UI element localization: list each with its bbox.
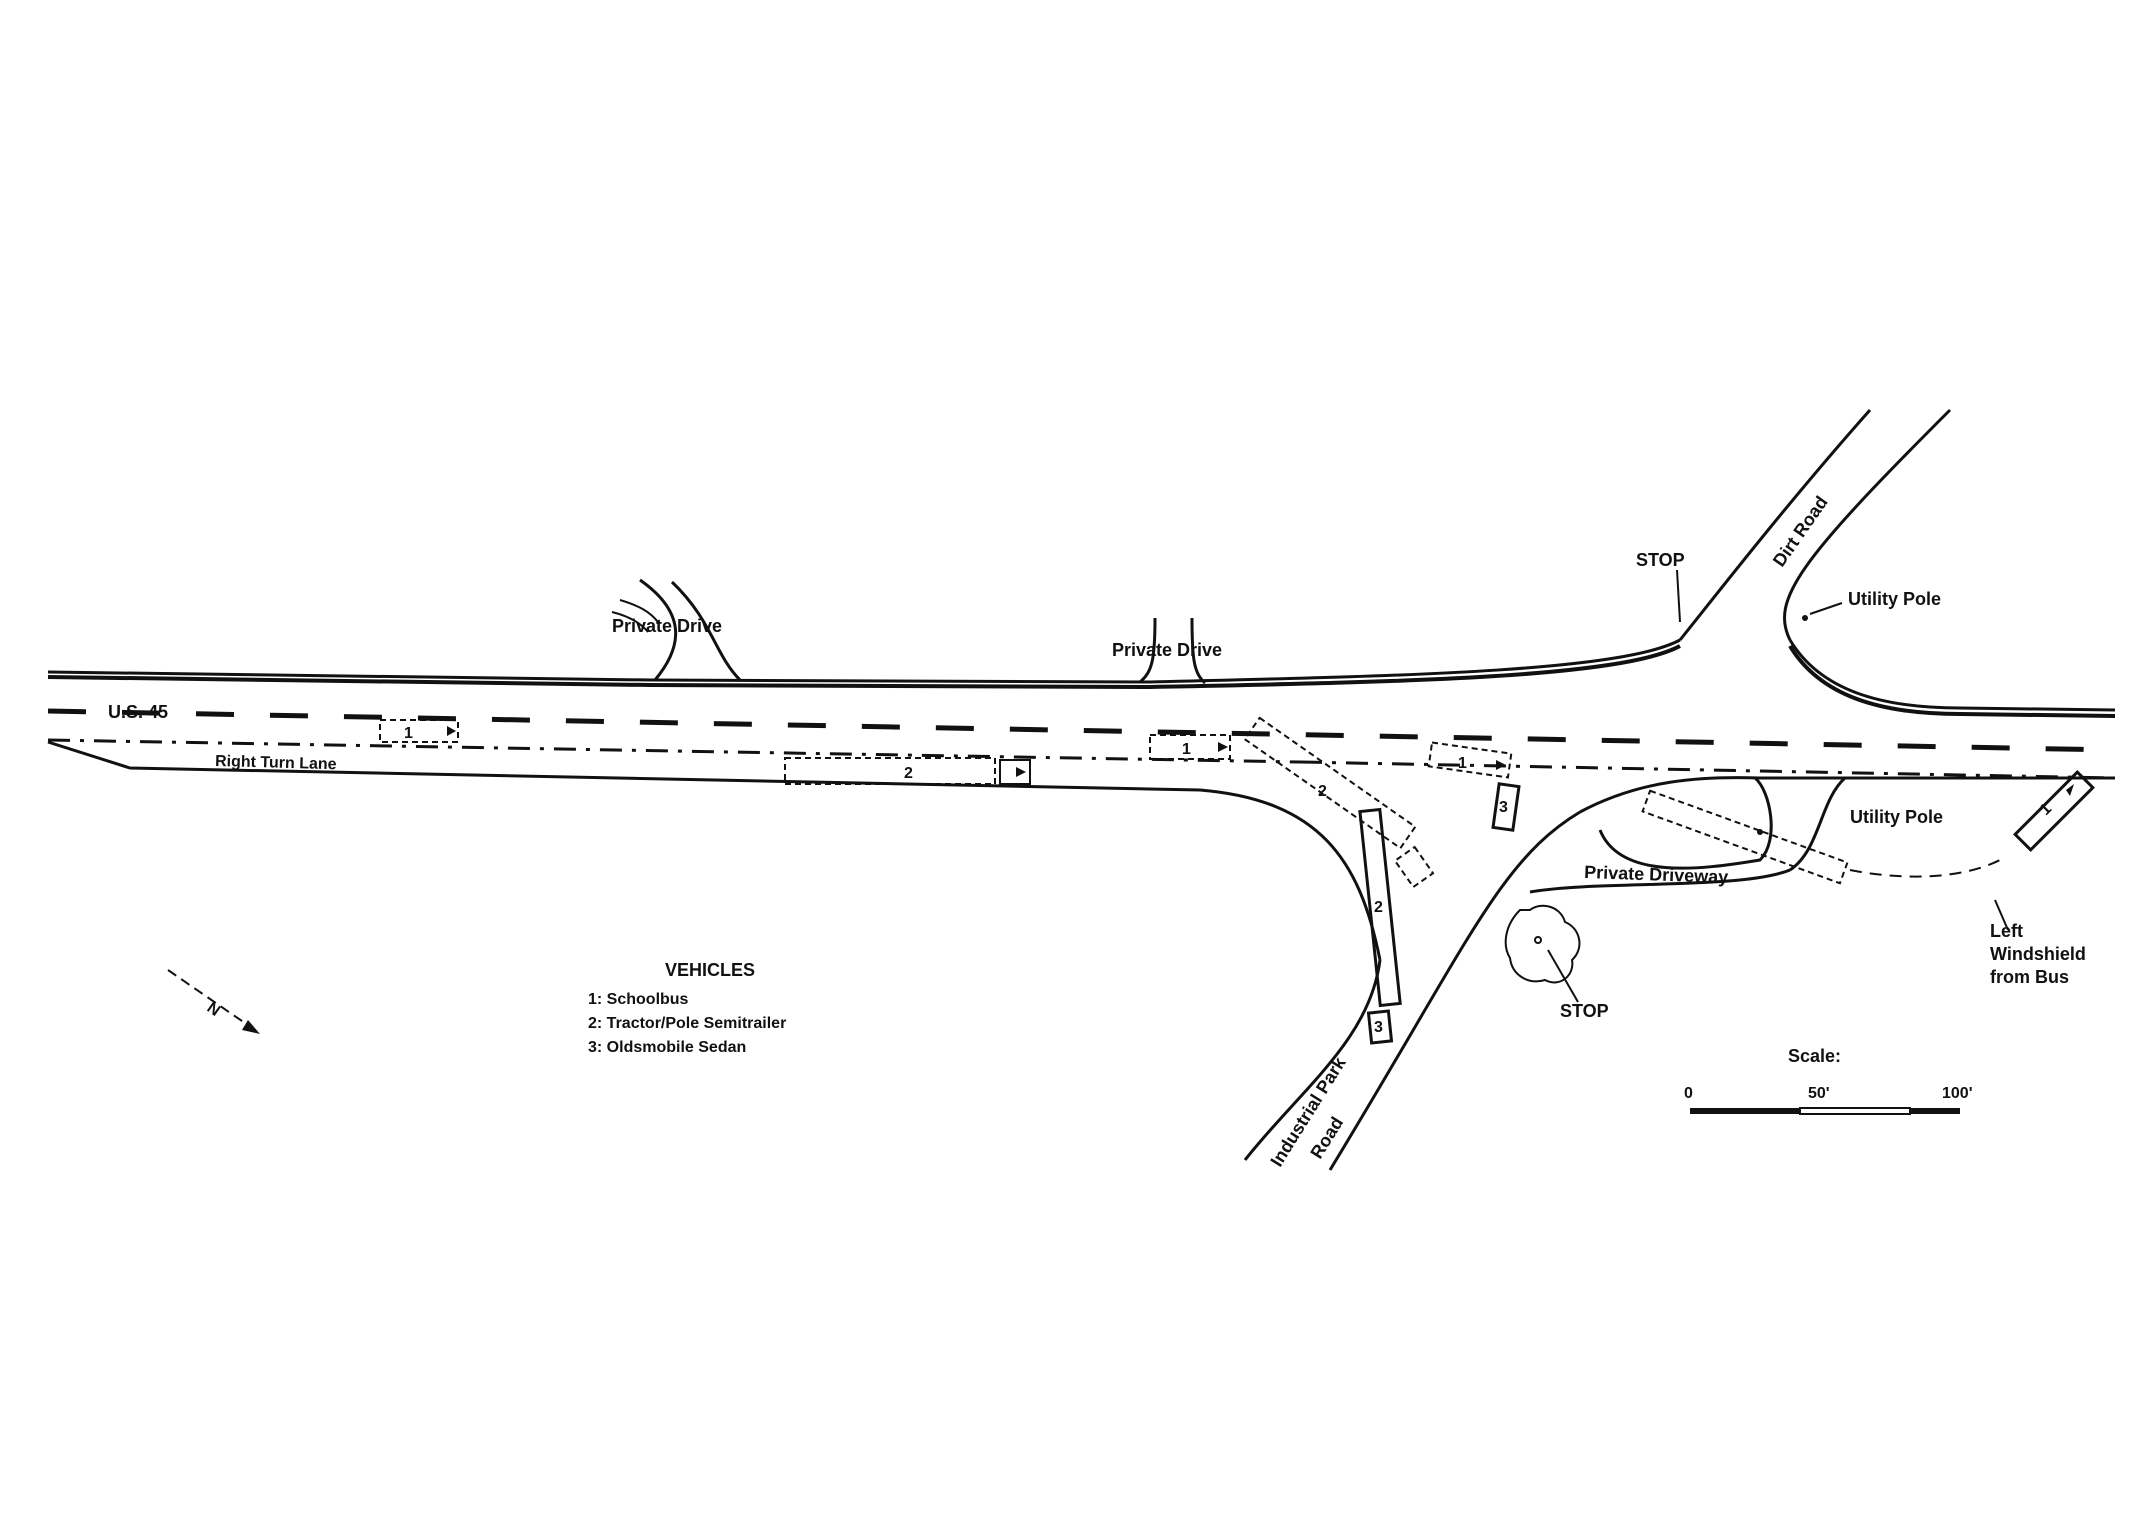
bus-number-3: 1: [1458, 755, 1467, 772]
legend-item-3: 3: Oldsmobile Sedan: [588, 1039, 746, 1056]
legend-item-2: 2: Tractor/Pole Semitrailer: [588, 1015, 786, 1032]
private-drive-left-label: Private Drive: [612, 616, 722, 636]
highway-label: U.S. 45: [108, 702, 168, 722]
left-windshield-line1: Left: [1990, 921, 2023, 941]
left-windshield-line2: Windshield: [1990, 944, 2086, 964]
private-drive-left-shape: [611, 578, 742, 682]
private-driveway-label: Private Driveway: [1584, 862, 1729, 887]
vehicle-bus-final: [2012, 769, 2096, 853]
north-arrow: [167, 969, 260, 1034]
scale-bar: [1690, 1107, 1960, 1115]
dirt-road: [1678, 408, 1952, 641]
semi-number-final: 2: [1374, 899, 1383, 916]
us45-center-line: [47, 708, 2116, 753]
utility-pole-north: [1802, 602, 1843, 621]
industrial-park-road: [1243, 810, 1581, 1171]
vehicle-legend: VEHICLES 1: Schoolbus 2: Tractor/Pole Se…: [588, 960, 786, 1056]
bus-number-1: 1: [404, 725, 413, 742]
scale-tick-mid: 50': [1808, 1085, 1830, 1102]
us45-north-edge: [47, 638, 2116, 718]
tree-stop-south: [1504, 904, 1581, 1003]
private-drive-center-shape: [1139, 617, 1207, 685]
vehicle-semitrailer-position-3: [1641, 789, 1849, 885]
us45-south-edge: [47, 740, 2115, 961]
private-drive-center-label: Private Drive: [1112, 640, 1222, 660]
stop-north-pointer: [1676, 569, 1681, 623]
legend-title: VEHICLES: [665, 960, 755, 980]
right-turn-lane-label: Right Turn Lane: [215, 753, 337, 773]
stop-south-label: STOP: [1560, 1001, 1609, 1021]
vehicle-semitrailer-final: [1358, 807, 1402, 1045]
dirt-road-label: Dirt Road: [1769, 492, 1832, 570]
private-driveway-shape: [1529, 776, 2001, 894]
utility-pole-north-label: Utility Pole: [1848, 589, 1941, 609]
legend-item-1: 1: Schoolbus: [588, 991, 689, 1008]
scale-tick-0: 0: [1684, 1085, 1693, 1102]
scale-tick-end: 100': [1942, 1085, 1973, 1102]
lane-divider: [47, 738, 2116, 780]
scale-title: Scale:: [1788, 1046, 1841, 1066]
vehicle-semitrailer-position-1: [784, 757, 1031, 785]
left-windshield-line3: from Bus: [1990, 967, 2069, 987]
vehicle-sedan: [1491, 782, 1521, 832]
bus-number-2: 1: [1182, 741, 1191, 758]
north-arrow-label: N: [204, 999, 223, 1020]
vehicle-semitrailer-position-2: [1243, 716, 1435, 889]
vehicle-bus-position-3: [1427, 741, 1513, 779]
sedan-number: 3: [1499, 799, 1508, 816]
vehicle-bus-position-2: [1149, 734, 1231, 760]
sedan-origin-number: 3: [1374, 1019, 1383, 1036]
vehicle-bus-position-1: [379, 719, 459, 743]
left-windshield-pointer: [1994, 899, 2009, 931]
utility-pole-south-label: Utility Pole: [1850, 807, 1943, 827]
semi-number-1: 2: [904, 765, 913, 782]
semi-number-2: 2: [1318, 783, 1327, 800]
stop-north-label: STOP: [1636, 550, 1685, 570]
